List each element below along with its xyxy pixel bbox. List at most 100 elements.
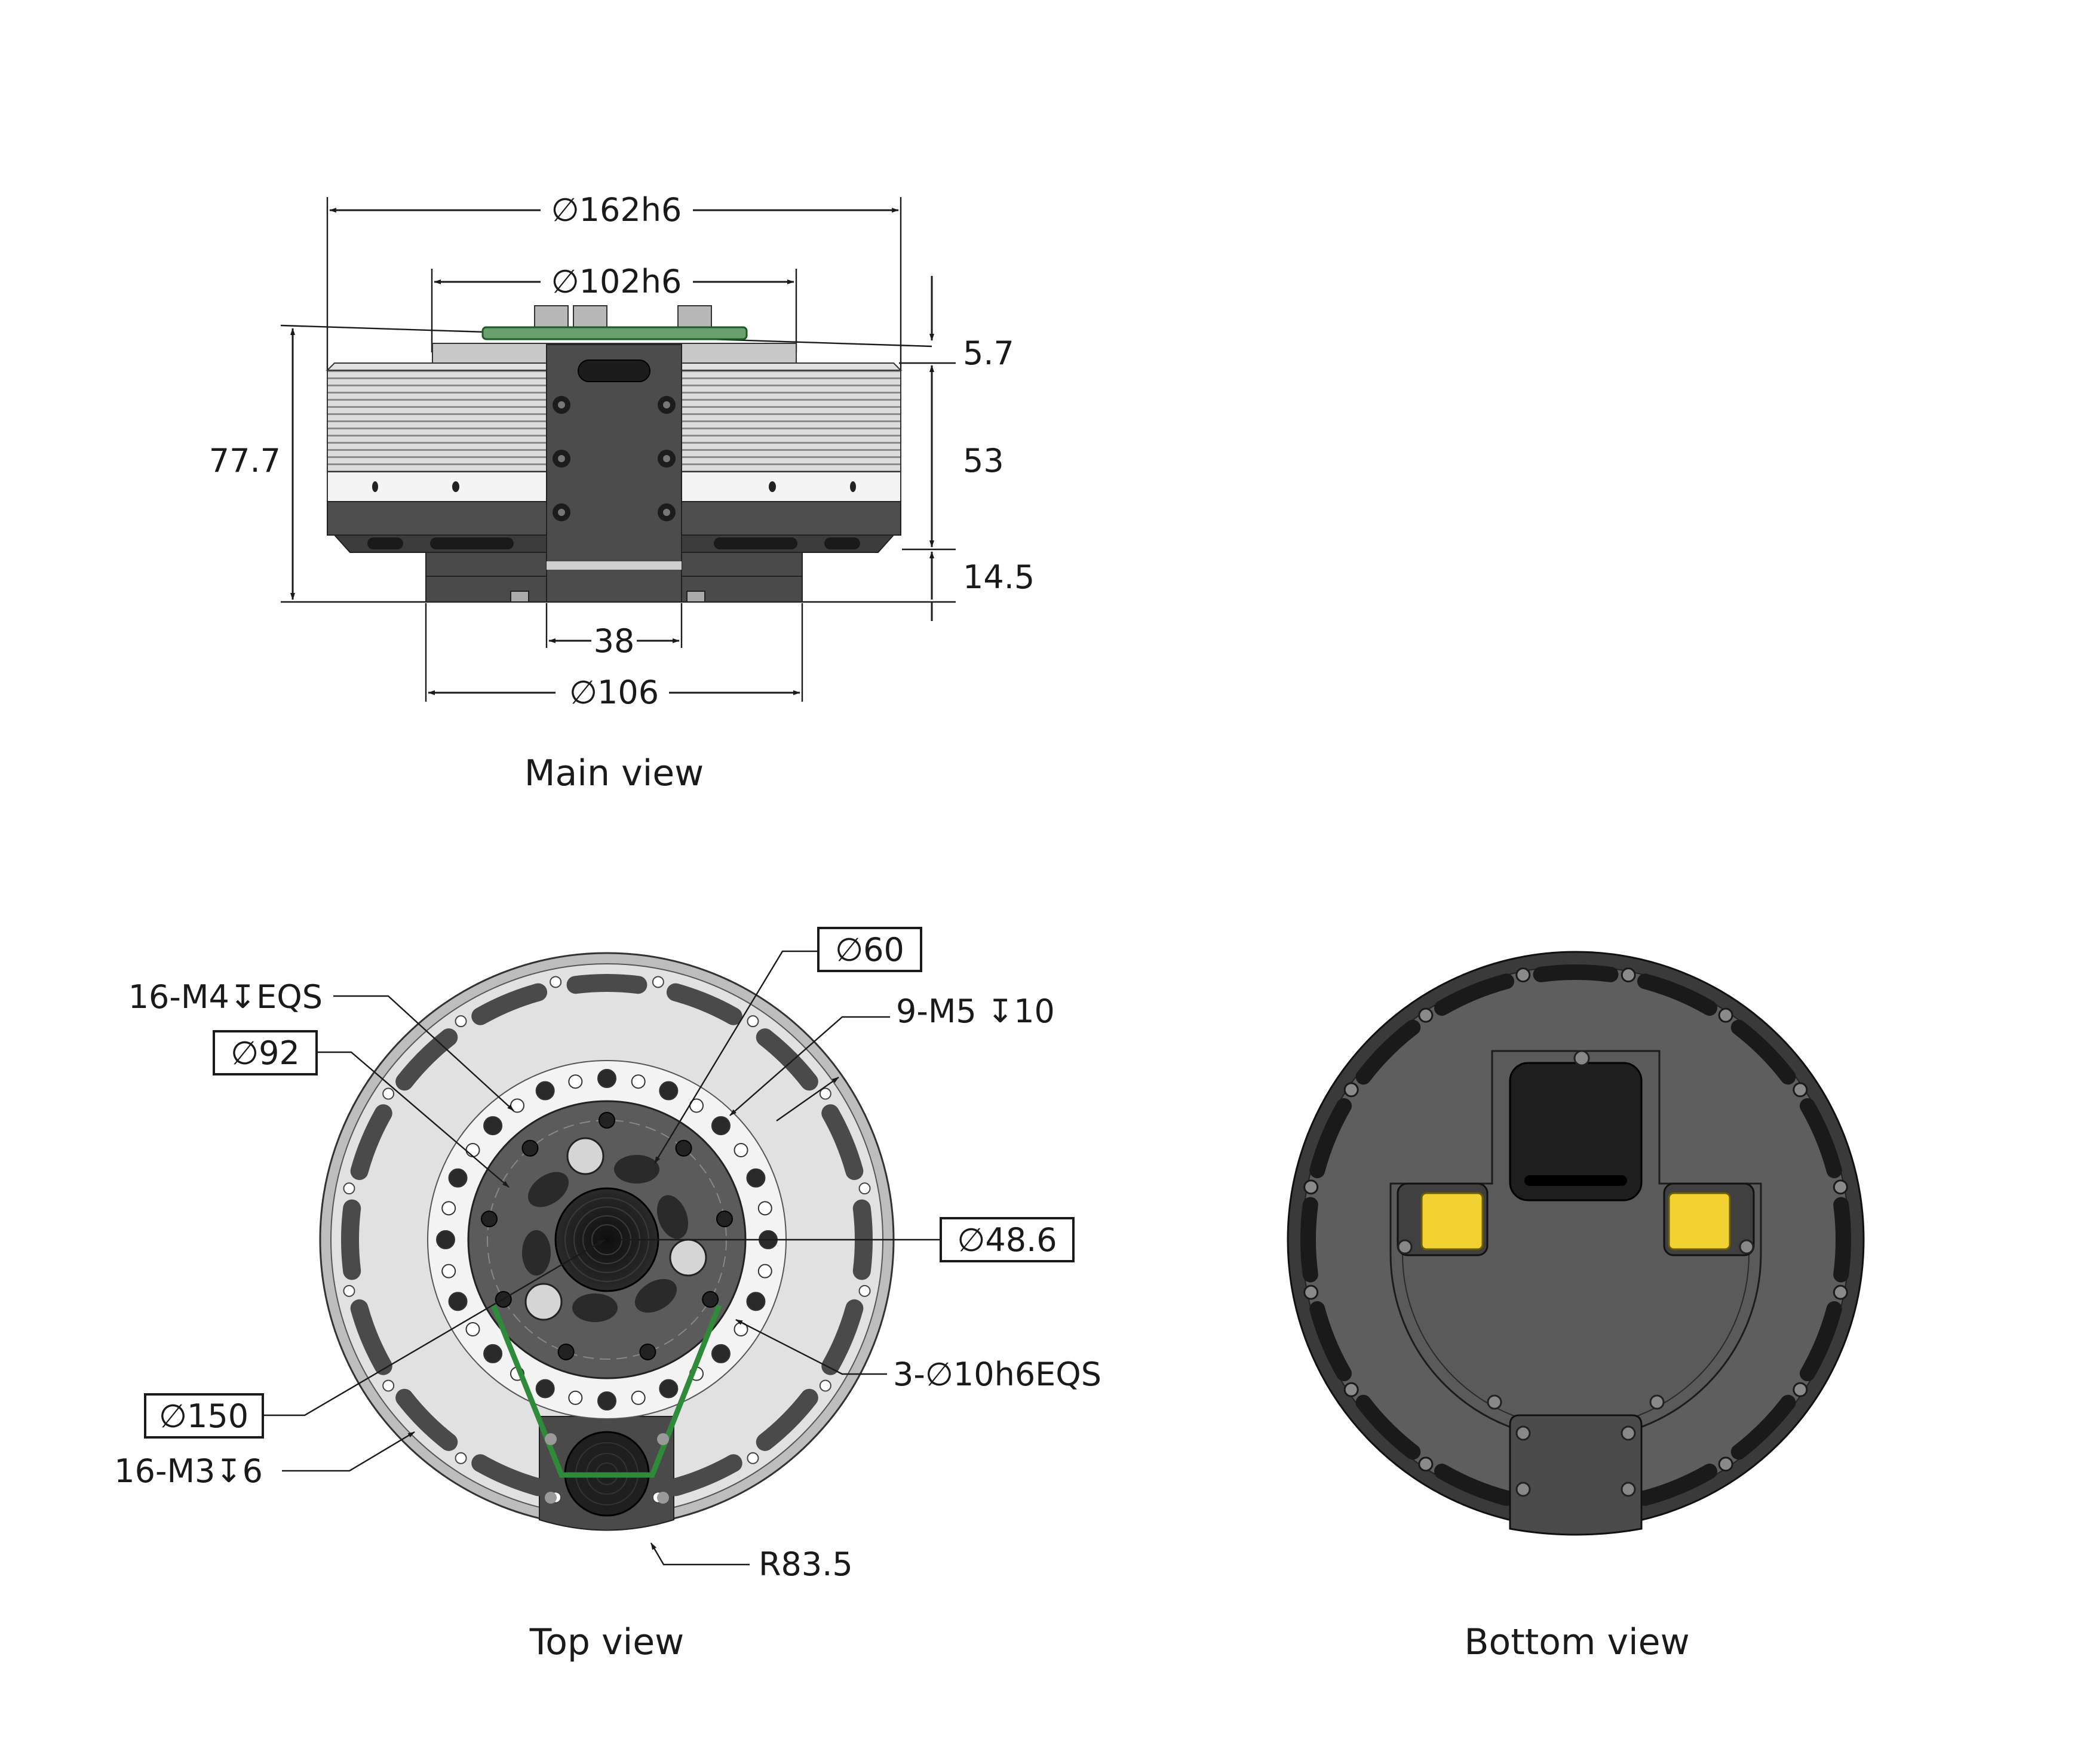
label-3-d10: 3-∅10h6EQS bbox=[893, 1356, 1101, 1393]
flange-slot bbox=[666, 983, 742, 1025]
m5-hole bbox=[599, 1112, 615, 1129]
vent-slot bbox=[1533, 964, 1619, 982]
m3-hole bbox=[455, 1015, 467, 1028]
rim-screw bbox=[1303, 1284, 1319, 1300]
m4-hole bbox=[597, 1069, 616, 1088]
vent-slot bbox=[1730, 1394, 1796, 1460]
vent-slot bbox=[1355, 1019, 1421, 1085]
flange-slot bbox=[666, 1454, 742, 1496]
dim-diameter-162: ∅162h6 bbox=[551, 191, 682, 229]
flange-slot bbox=[395, 1028, 458, 1091]
connector-right-yellow bbox=[1668, 1192, 1731, 1250]
label-16-m4: 16-M4↧EQS bbox=[128, 978, 323, 1016]
vent-slot bbox=[1799, 1301, 1842, 1381]
dim-height-77-7: 77.7 bbox=[209, 442, 281, 480]
vent-slot bbox=[1309, 1098, 1352, 1179]
dim-diameter-102: ∅102h6 bbox=[551, 263, 682, 300]
top-leader-lines bbox=[263, 950, 941, 1566]
dim-width-38: 38 bbox=[594, 622, 635, 660]
rim-screw bbox=[1621, 967, 1636, 983]
vent-slot bbox=[1833, 1197, 1851, 1283]
box-d92 bbox=[213, 1030, 318, 1075]
box-d486 bbox=[940, 1217, 1075, 1262]
rim-screw bbox=[1303, 1179, 1319, 1195]
vent-slot bbox=[1730, 1019, 1796, 1085]
m4-hole bbox=[631, 1074, 646, 1089]
m3-hole bbox=[382, 1379, 395, 1392]
dim-diameter-106: ∅106 bbox=[569, 674, 659, 711]
m3-hole bbox=[455, 1452, 467, 1464]
m4-hole bbox=[711, 1344, 731, 1363]
rim-screw bbox=[1793, 1382, 1808, 1397]
box-d60 bbox=[817, 927, 922, 972]
vent-slot bbox=[1300, 1197, 1318, 1283]
top-connector-left bbox=[534, 305, 569, 330]
m4-hole bbox=[757, 1201, 772, 1216]
m4-hole bbox=[631, 1390, 646, 1405]
m3-hole bbox=[382, 1087, 395, 1100]
m5-hole bbox=[481, 1210, 498, 1228]
rim-screw bbox=[1343, 1082, 1359, 1098]
m4-hole bbox=[465, 1142, 480, 1157]
vent-slot bbox=[1434, 973, 1515, 1016]
flange-slot bbox=[471, 983, 548, 1025]
flange-slot bbox=[756, 1388, 818, 1451]
rim-screw bbox=[1718, 1456, 1733, 1472]
rim-screw bbox=[1515, 967, 1531, 983]
rim-screw bbox=[1833, 1179, 1848, 1195]
flange-slot bbox=[566, 974, 647, 994]
label-d48-6: ∅48.6 bbox=[957, 1221, 1057, 1259]
box-d150 bbox=[144, 1393, 264, 1439]
rim-screw bbox=[1418, 1456, 1434, 1472]
pcb-board bbox=[481, 326, 748, 340]
rotor-pockets bbox=[522, 1155, 689, 1322]
vent-slot bbox=[1355, 1394, 1421, 1460]
rim-screw bbox=[1343, 1382, 1359, 1397]
label-d150: ∅150 bbox=[159, 1397, 248, 1435]
m3-hole bbox=[343, 1182, 355, 1195]
label-16-m3: 16-M3↧6 bbox=[114, 1452, 263, 1490]
main-dimension-lines bbox=[290, 208, 934, 695]
m3-hole bbox=[747, 1015, 759, 1028]
m3-hole bbox=[652, 976, 664, 988]
actuator-side-body bbox=[326, 305, 903, 603]
vent-slot bbox=[1434, 1463, 1515, 1506]
front-bracket bbox=[546, 344, 682, 603]
m5-holes bbox=[481, 1112, 733, 1360]
m4-hole bbox=[746, 1292, 766, 1311]
flange-slot bbox=[821, 1299, 864, 1375]
m4-hole bbox=[734, 1142, 748, 1157]
m4-hole bbox=[436, 1230, 455, 1249]
m4-hole bbox=[659, 1379, 679, 1399]
connector-left-yellow bbox=[1420, 1192, 1484, 1250]
top-view-labels: 16-M4↧EQS ∅92 ∅60 9-M5 ↧10 ∅48.6 3-∅10h6… bbox=[114, 931, 1101, 1583]
m3-hole bbox=[550, 976, 562, 988]
flange-slot bbox=[471, 1454, 548, 1496]
label-9-m5: 9-M5 ↧10 bbox=[896, 992, 1055, 1030]
m4-hole bbox=[746, 1168, 766, 1188]
vent-slot bbox=[1637, 973, 1717, 1016]
m3-hole bbox=[343, 1284, 355, 1297]
m4-hole bbox=[483, 1116, 503, 1136]
label-r83-5: R83.5 bbox=[759, 1545, 853, 1583]
m5-hole bbox=[639, 1343, 656, 1360]
rim-screw bbox=[1793, 1082, 1808, 1098]
m3-hole bbox=[819, 1087, 831, 1100]
m4-hole bbox=[448, 1168, 468, 1188]
m4-hole bbox=[483, 1344, 503, 1363]
m4-hole bbox=[535, 1081, 555, 1101]
main-view: ∅162h6 ∅102h6 5.7 77.7 53 14.5 38 ∅106 M… bbox=[209, 190, 1035, 794]
m4-hole bbox=[757, 1264, 772, 1279]
m4-hole bbox=[711, 1116, 731, 1136]
vent-slot bbox=[1309, 1301, 1352, 1381]
m5-hole bbox=[716, 1210, 733, 1228]
flange-slot bbox=[341, 1199, 361, 1280]
bottom-view-caption: Bottom view bbox=[1464, 1621, 1689, 1663]
flange-slot bbox=[756, 1028, 818, 1091]
bottom-output-tab bbox=[1509, 1414, 1643, 1536]
m4-hole bbox=[568, 1074, 583, 1089]
top-connector-mid bbox=[573, 305, 607, 330]
bracket-screws bbox=[553, 396, 676, 521]
main-dimension-labels: ∅162h6 ∅102h6 5.7 77.7 53 14.5 38 ∅106 bbox=[209, 190, 1035, 712]
